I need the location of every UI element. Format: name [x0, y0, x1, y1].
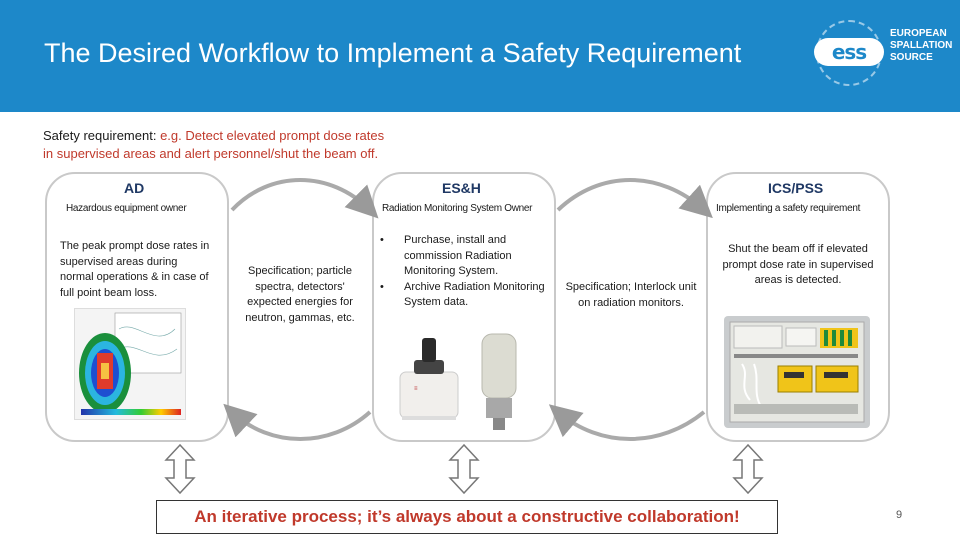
- ics-title: ICS/PSS: [768, 180, 824, 196]
- header-bar: [0, 0, 960, 112]
- requirement-prefix: Safety requirement:: [43, 128, 161, 143]
- vertical-arrow-esh: [448, 443, 480, 495]
- requirement-highlight-1: e.g. Detect elevated prompt dose rates: [160, 128, 385, 143]
- monitor-white-device: ≡: [399, 338, 459, 420]
- ics-subtitle: Implementing a safety requirement: [716, 203, 861, 214]
- logo-line-3: SOURCE: [890, 52, 933, 63]
- dose-map-figure: [74, 308, 186, 420]
- arrow-esh-to-ics-bottom: [548, 404, 706, 441]
- esh-bullets: Purchase, install and commission Radiati…: [380, 233, 550, 311]
- esh-bullet-1: Purchase, install and commission Radiati…: [380, 233, 550, 280]
- vertical-arrow-ad: [164, 443, 196, 495]
- vertical-arrow-ics: [732, 443, 764, 495]
- ad-title: AD: [124, 180, 145, 196]
- page-number: 9: [896, 509, 903, 521]
- ics-body: Shut the beam off if elevated prompt dos…: [722, 243, 874, 286]
- arrow-esh-to-ics-top: [556, 178, 713, 219]
- svg-text:≡: ≡: [414, 386, 418, 392]
- ad-body: The peak prompt dose rates in supervised…: [60, 240, 210, 299]
- banner-text: An iterative process; it’s always about …: [194, 507, 740, 526]
- arrow-ad-to-esh-bottom: [223, 403, 372, 441]
- logo-line-2: SPALLATION: [890, 40, 953, 51]
- interlock-cabinet-photo: [724, 316, 870, 428]
- requirement-highlight-2: in supervised areas and alert personnel/…: [43, 146, 379, 161]
- radiation-monitor-photos: ≡: [399, 333, 517, 430]
- logo-mark: ess: [814, 38, 884, 66]
- monitor-cylinder-device: [481, 333, 517, 430]
- logo-line-1: EUROPEAN: [890, 28, 947, 39]
- esh-subtitle: Radiation Monitoring System Owner: [382, 203, 533, 214]
- collaboration-banner: An iterative process; it’s always about …: [156, 500, 778, 534]
- ad-subtitle: Hazardous equipment owner: [66, 203, 187, 214]
- safety-requirement: Safety requirement: e.g. Detect elevated…: [43, 127, 384, 163]
- logo-text: EUROPEAN SPALLATION SOURCE: [890, 28, 952, 64]
- arrow-ad-to-esh-top: [230, 178, 379, 219]
- esh-title: ES&H: [442, 180, 481, 196]
- connector-text-ad-esh: Specification; particle spectra, detecto…: [245, 265, 355, 324]
- ess-logo: ess EUROPEAN SPALLATION SOURCE: [814, 20, 954, 96]
- esh-bullet-2: Archive Radiation Monitoring System data…: [380, 280, 550, 311]
- connector-text-esh-ics: Specification; Interlock unit on radiati…: [565, 281, 697, 309]
- slide-title: The Desired Workflow to Implement a Safe…: [44, 38, 742, 68]
